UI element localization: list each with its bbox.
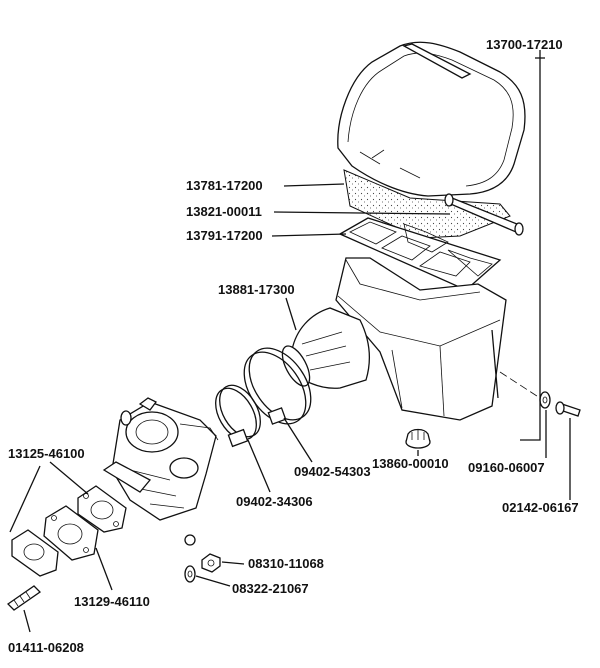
part-label-08310-11068: 08310-11068 <box>248 556 324 571</box>
part-label-02142-06167: 02142-06167 <box>502 500 579 515</box>
element-frame <box>338 217 502 291</box>
leader-lines <box>9 50 571 633</box>
stud <box>6 585 42 611</box>
insulator <box>43 505 99 561</box>
part-label-01411-06208: 01411-06208 <box>8 640 84 655</box>
part-label-13125-46100: 13125-46100 <box>8 446 85 461</box>
nut <box>201 553 221 573</box>
part-label-09160-06007: 09160-06007 <box>468 460 545 475</box>
mounting-bar <box>444 193 524 236</box>
part-label-09402-54303: 09402-54303 <box>294 464 371 479</box>
part-label-08322-21067: 08322-21067 <box>232 581 309 596</box>
lower-gasket <box>11 529 59 577</box>
air-cleaner-body <box>335 257 507 421</box>
part-label-09402-34306: 09402-34306 <box>236 494 313 509</box>
part-label-13821-00011: 13821-00011 <box>186 204 262 219</box>
part-label-13860-00010: 13860-00010 <box>372 456 449 471</box>
part-label-13791-17200: 13791-17200 <box>186 228 263 243</box>
carburetor-gasket <box>77 485 127 533</box>
part-label-13700-17210: 13700-17210 <box>486 37 563 52</box>
washer-and-bolt <box>539 391 581 417</box>
intake-elbow <box>281 307 371 389</box>
part-label-13781-17200: 13781-17200 <box>186 178 263 193</box>
band-clamp-small <box>215 384 261 448</box>
part-labels: 13700-17210 13781-17200 13821-00011 1379… <box>8 37 579 655</box>
air-cleaner-cover <box>337 41 526 197</box>
part-label-13129-46110: 13129-46110 <box>74 594 150 609</box>
air-filter-element <box>343 169 511 239</box>
washer-nut <box>184 565 196 583</box>
carburetor <box>102 397 219 546</box>
drain-cap <box>405 428 431 449</box>
part-label-13881-17300: 13881-17300 <box>218 282 295 297</box>
